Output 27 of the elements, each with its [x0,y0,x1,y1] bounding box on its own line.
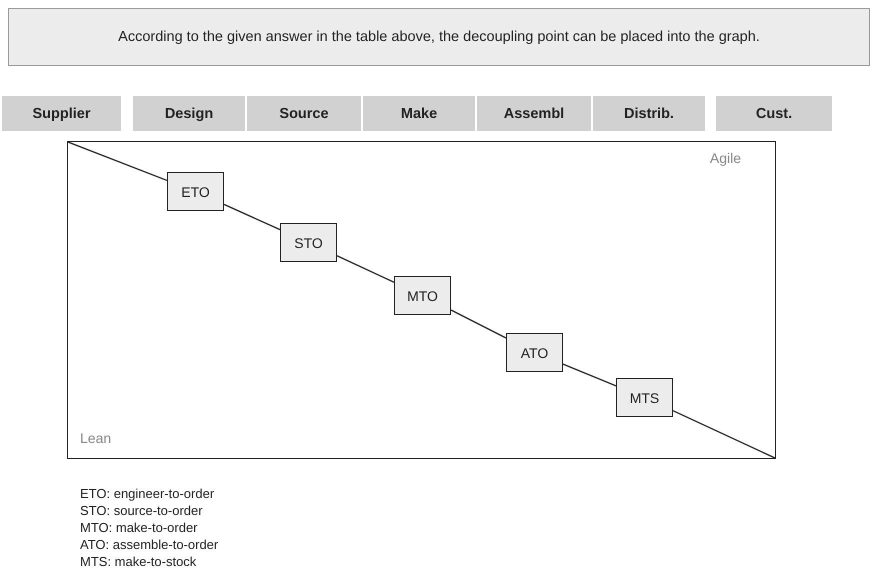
stage-header: Source [247,96,361,131]
decoupling-point-box: STO [280,223,337,262]
diagonal-line [562,364,616,386]
abbreviation-note: MTS: make-to-stock [80,554,196,569]
diagonal-line [672,410,776,459]
decoupling-point-box: MTO [394,276,451,315]
abbreviation-note: MTO: make-to-order [80,520,198,535]
region-label: Lean [80,430,112,446]
decoupling-point-box: ATO [506,333,563,372]
instruction-box: According to the given answer in the table above, the decoupling point can be placed into the graph. [8,8,870,66]
stage-header: Design [133,96,245,131]
stage-header: Assembl [477,96,591,131]
region-label: Agile [710,150,741,166]
stage-header: Distrib. [593,96,705,131]
abbreviation-note: ETO: engineer-to-order [80,486,214,501]
abbreviation-note: ATO: assemble-to-order [80,537,218,552]
stage-header: Cust. [716,96,832,131]
diagonal-line [450,309,506,339]
stage-header: Supplier [2,96,121,131]
decoupling-point-box: MTS [616,378,673,417]
diagonal-line [336,255,394,283]
stage-header: Make [363,96,475,131]
abbreviation-note: STO: source-to-order [80,503,203,518]
diagonal-line [224,204,280,230]
decoupling-point-box: ETO [167,172,224,211]
diagonal-line [68,142,168,182]
chart-frame [67,141,776,459]
